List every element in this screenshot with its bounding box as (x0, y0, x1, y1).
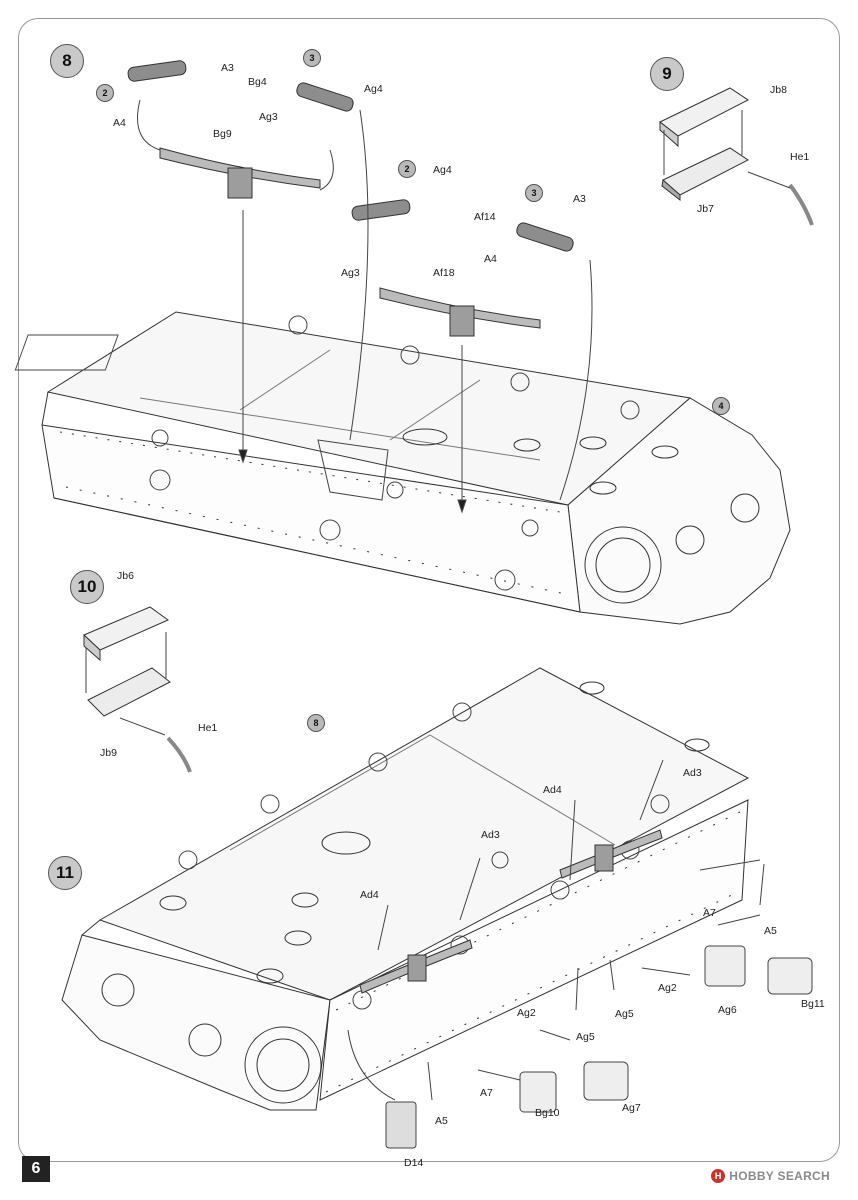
part-label: A7 (703, 907, 716, 919)
part-label: Ag5 (615, 1008, 634, 1020)
step8-swing-arms (127, 60, 574, 252)
subassembly-2-marker: 2 (398, 160, 416, 178)
step8-hull (14, 311, 791, 625)
step9-box (659, 87, 814, 226)
part-label: He1 (198, 722, 218, 734)
part-label: Bg4 (248, 76, 267, 88)
part-label: Ag7 (622, 1102, 641, 1114)
part-label: Ag3 (259, 111, 278, 123)
subassembly-4-marker: 4 (712, 397, 730, 415)
part-label: A3 (573, 193, 586, 205)
part-label: Ad3 (683, 767, 702, 779)
part-label: Jb6 (117, 570, 134, 582)
part-label: Bg9 (213, 128, 232, 140)
step8-spring-left (159, 147, 541, 337)
part-label: A5 (435, 1115, 448, 1127)
part-label: A7 (480, 1087, 493, 1099)
page-number: 6 (22, 1156, 50, 1182)
step-9-marker: 9 (650, 57, 684, 91)
part-label: Af14 (474, 211, 496, 223)
part-label: D14 (404, 1157, 424, 1169)
subassembly-8-marker: 8 (307, 714, 325, 732)
step-11-marker: 11 (48, 856, 82, 890)
part-label: Ag6 (718, 1004, 737, 1016)
part-label: Ag2 (658, 982, 677, 994)
part-label: Ag2 (517, 1007, 536, 1019)
part-label: Bg11 (801, 998, 825, 1010)
part-label: Ag4 (433, 164, 452, 176)
part-label: Bg10 (535, 1107, 560, 1119)
part-label: Ag3 (341, 267, 360, 279)
step-8-marker: 8 (50, 44, 84, 78)
part-label: He1 (790, 151, 810, 163)
part-label: Ad4 (543, 784, 562, 796)
part-label: Jb9 (100, 747, 117, 759)
watermark-text: HOBBY SEARCH (729, 1169, 830, 1183)
step11-springs (359, 829, 663, 994)
step11-assembly-lines (347, 759, 761, 1101)
step10-box (83, 606, 192, 773)
watermark: H HOBBY SEARCH (711, 1169, 830, 1183)
part-label: Ag4 (364, 83, 383, 95)
part-label: Ag5 (576, 1031, 595, 1043)
subassembly-3-marker: 3 (525, 184, 543, 202)
part-label: A4 (113, 117, 126, 129)
step-10-marker: 10 (70, 570, 104, 604)
subassembly-3-marker: 3 (303, 49, 321, 67)
part-label: Af18 (433, 267, 455, 279)
part-label: A5 (764, 925, 777, 937)
part-label: A3 (221, 62, 234, 74)
part-label: Jb8 (770, 84, 787, 96)
step11-hull (61, 667, 750, 1111)
part-label: A4 (484, 253, 497, 265)
part-label: Ad4 (360, 889, 379, 901)
hobby-search-logo-icon: H (711, 1169, 726, 1183)
part-label: Jb7 (697, 203, 714, 215)
subassembly-2-marker: 2 (96, 84, 114, 102)
step8-assembly-lines (137, 99, 593, 514)
step11-parts (385, 863, 813, 1149)
part-label: Ad3 (481, 829, 500, 841)
